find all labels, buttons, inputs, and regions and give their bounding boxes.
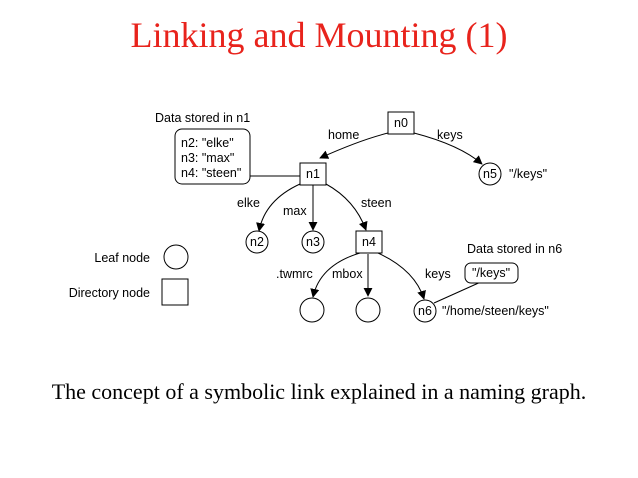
node-n2-label: n2: [250, 235, 264, 249]
n6-data-box: [464, 262, 519, 284]
node-n4: [355, 230, 383, 254]
slide-caption: The concept of a symbolic link explained…: [51, 379, 587, 404]
legend-leaf-label: Leaf node: [94, 251, 150, 265]
n5-path-label: "/keys": [509, 167, 547, 181]
legend-directory-square: [161, 278, 189, 306]
node-n3-label: n3: [306, 235, 320, 249]
edge-home-label: home: [328, 128, 359, 142]
node-n5-label: n5: [483, 167, 497, 181]
n6-data-heading: Data stored in n6: [467, 242, 562, 256]
n1-data-line-3: n4: "steen": [181, 166, 241, 180]
node-n6: [413, 299, 437, 323]
edge-keys-top: [413, 132, 483, 165]
edge-twmrc-label: .twmrc: [276, 267, 313, 281]
edge-mbox-label: mbox: [332, 267, 363, 281]
node-n1-label: n1: [306, 167, 320, 181]
edge-max-label: max: [283, 204, 307, 218]
edge-keys-top-label: keys: [437, 128, 463, 142]
leaf-mbox: [355, 297, 381, 323]
node-n1: [299, 162, 327, 186]
node-n3: [301, 230, 325, 254]
n1-data-box: [174, 128, 251, 185]
node-n6-label: n6: [418, 304, 432, 318]
edge-keys-n4-label: keys: [425, 267, 451, 281]
n1-data-line-2: n3: "max": [181, 151, 234, 165]
n6-data-connector: [433, 280, 484, 304]
legend-dir-label: Directory node: [69, 286, 150, 300]
edge-twmrc: [310, 252, 361, 298]
leaf-twmrc: [299, 297, 325, 323]
n1-data-line-1: n2: "elke": [181, 136, 234, 150]
node-n4-label: n4: [362, 235, 376, 249]
n6-data-value: "/keys": [472, 266, 510, 280]
n1-data-heading: Data stored in n1: [155, 111, 250, 125]
n6-path-label: "/home/steen/keys": [442, 304, 549, 318]
edge-keys-n4: [377, 252, 426, 300]
node-n2: [245, 230, 269, 254]
edge-steen-label: steen: [361, 196, 392, 210]
legend-leaf-circle: [163, 244, 189, 270]
edge-home: [319, 132, 389, 159]
node-n5: [478, 162, 502, 186]
node-n0: [387, 111, 415, 135]
edge-elke: [256, 183, 301, 232]
slide-title: Linking and Mounting (1): [130, 15, 508, 55]
edge-steen: [325, 183, 368, 231]
node-n0-label: n0: [394, 116, 408, 130]
edge-elke-label: elke: [237, 196, 260, 210]
